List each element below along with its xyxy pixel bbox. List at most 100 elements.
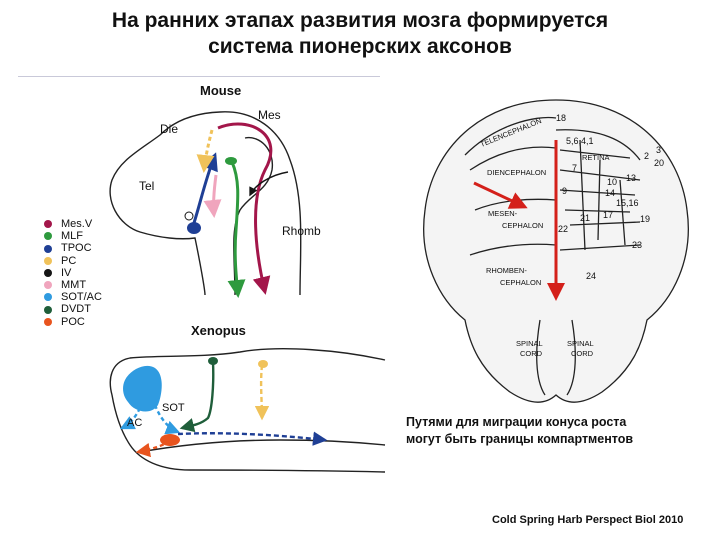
embryo-label-rhombencephalon-1: RHOMBEN- bbox=[486, 266, 527, 275]
embryo-label-mesencephalon-2: CEPHALON bbox=[502, 221, 544, 230]
embryo-number-18: 18 bbox=[556, 113, 567, 123]
embryo-number-13: 13 bbox=[626, 173, 637, 183]
embryo-number-10: 10 bbox=[607, 177, 618, 187]
xenopus-brain-outline bbox=[109, 348, 386, 473]
legend-swatch bbox=[44, 256, 52, 265]
legend-swatch bbox=[44, 317, 52, 326]
xenopus-label-ac: AC bbox=[127, 417, 143, 429]
divider-line bbox=[18, 76, 380, 77]
embryo-number-19: 19 bbox=[640, 214, 651, 224]
legend-item: SOT/AC bbox=[44, 291, 102, 303]
legend-item: Mes.V bbox=[44, 218, 102, 230]
embryo-midline-left bbox=[536, 319, 546, 396]
embryo-caption: Путями для миграции конуса роста могут б… bbox=[406, 414, 706, 448]
legend-item: PC bbox=[44, 255, 102, 267]
mouse-heading: Mouse bbox=[200, 83, 242, 98]
legend-item: POC bbox=[44, 316, 102, 328]
embryo-number-9: 9 bbox=[562, 186, 568, 196]
embryo-number-21: 21 bbox=[580, 213, 591, 223]
embryo-number-24: 24 bbox=[586, 271, 597, 281]
legend-label: MMT bbox=[61, 279, 87, 292]
embryo-rhombencephalon-ridge bbox=[469, 243, 557, 256]
legend-label: SOT/AC bbox=[61, 291, 102, 304]
mouse-tpoc-origin bbox=[187, 222, 201, 234]
mouse-label-mes: Mes bbox=[258, 108, 281, 122]
mouse-iv-tract bbox=[249, 171, 289, 197]
caption-line-1: Путями для миграции конуса роста bbox=[406, 415, 627, 429]
embryo-label-spinal-right-2: CORD bbox=[571, 349, 594, 358]
embryo-compartment-grid bbox=[555, 129, 641, 251]
mouse-pc-tract bbox=[196, 129, 215, 173]
embryo-red-arrow-diagonal bbox=[473, 181, 528, 209]
mouse-iv-origin bbox=[184, 211, 194, 221]
xenopus-pc-tract bbox=[254, 364, 270, 421]
mouse-label-rhomb: Rhomb bbox=[282, 224, 321, 238]
legend-item: MMT bbox=[44, 279, 102, 291]
embryo-number-1516: 15,16 bbox=[616, 198, 639, 208]
embryo-number-7: 7 bbox=[572, 163, 578, 173]
mouse-brain-outline bbox=[109, 111, 302, 296]
mouse-label-die: Die bbox=[160, 122, 179, 136]
embryo-number-3: 3 bbox=[656, 145, 662, 155]
legend-label: MLF bbox=[61, 230, 83, 243]
legend-item: MLF bbox=[44, 230, 102, 242]
legend-swatch bbox=[44, 232, 52, 241]
legend-swatch bbox=[44, 293, 52, 302]
legend-item: TPOC bbox=[44, 242, 102, 254]
mouse-mesv-tract bbox=[217, 122, 273, 295]
embryo-label-spinal-left-2: CORD bbox=[520, 349, 543, 358]
xenopus-brain bbox=[109, 348, 386, 473]
legend-swatch bbox=[44, 244, 52, 253]
xenopus-label-sot: SOT bbox=[162, 402, 185, 414]
xenopus-sot-blob bbox=[123, 365, 162, 412]
mouse-mlf-origin bbox=[225, 157, 237, 165]
legend-label: POC bbox=[61, 315, 85, 328]
legend-label: PC bbox=[61, 254, 77, 267]
title-line-1: На ранних этапах развития мозга формируе… bbox=[111, 9, 609, 32]
mouse-tracts bbox=[191, 122, 289, 298]
xenopus-poc-origin bbox=[160, 434, 180, 446]
xenopus-dvdt-tract bbox=[179, 361, 215, 433]
mouse-label-tel: Tel bbox=[139, 179, 155, 193]
embryo-number-5641: 5,6,4,1 bbox=[566, 136, 594, 146]
legend-label: Mes.V bbox=[61, 218, 93, 230]
legend-label: TPOC bbox=[61, 242, 92, 255]
legend-swatch bbox=[44, 305, 52, 314]
legend-swatch bbox=[44, 220, 52, 229]
slide-title: На ранних этапах развития мозга формируе… bbox=[0, 8, 720, 60]
xenopus-ac-tract bbox=[119, 407, 142, 430]
legend-swatch bbox=[44, 281, 52, 290]
embryo-number-17: 17 bbox=[603, 210, 614, 220]
embryo-label-diencephalon: DIENCEPHALON bbox=[487, 168, 547, 177]
embryo-number-23: 23 bbox=[632, 240, 643, 250]
legend-item: DVDT bbox=[44, 303, 102, 315]
embryo-number-14: 14 bbox=[605, 188, 616, 198]
embryo-midline-right bbox=[566, 319, 576, 396]
embryo-number-22: 22 bbox=[558, 224, 569, 234]
legend-label: DVDT bbox=[61, 303, 91, 316]
mouse-mmt-tract bbox=[203, 174, 222, 218]
xenopus-tpoc-tract bbox=[177, 431, 328, 446]
embryo-label-spinal-left-1: SPINAL bbox=[516, 339, 543, 348]
xenopus-sot-tract bbox=[153, 404, 181, 435]
legend-item: IV bbox=[44, 267, 102, 279]
title-line-2: система пионерских аксонов bbox=[208, 35, 512, 58]
legend-label: IV bbox=[61, 266, 72, 279]
embryo-telencephalon-ridge bbox=[464, 116, 557, 156]
legend-swatch bbox=[44, 268, 52, 277]
embryo-number-20: 20 bbox=[654, 158, 665, 168]
embryo-label-mesencephalon-1: MESEN- bbox=[488, 209, 518, 218]
embryo-number-2: 2 bbox=[644, 151, 650, 161]
xenopus-dvdt-origin bbox=[208, 357, 218, 365]
embryo-label-spinal-right-1: SPINAL bbox=[567, 339, 594, 348]
embryo-label-rhombencephalon-2: CEPHALON bbox=[500, 278, 542, 287]
xenopus-pc-origin bbox=[258, 360, 268, 368]
mouse-mlf-tract bbox=[227, 161, 246, 298]
embryo-diencephalon-ridge bbox=[469, 146, 557, 171]
embryo-label-retina: RETINA bbox=[582, 153, 610, 162]
source-citation: Cold Spring Harb Perspect Biol 2010 bbox=[492, 514, 684, 526]
xenopus-ventral-contour bbox=[139, 439, 386, 453]
